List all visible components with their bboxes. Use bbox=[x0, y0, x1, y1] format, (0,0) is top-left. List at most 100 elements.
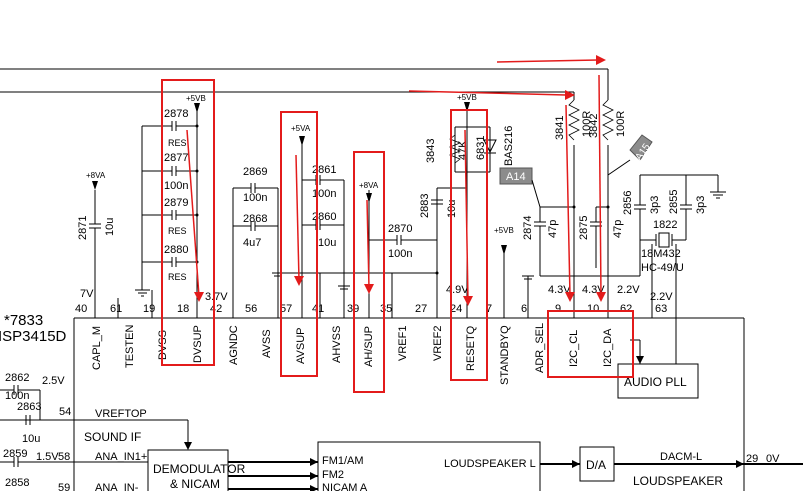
pin-name: RESETQ bbox=[465, 325, 477, 371]
svg-text:VREFTOP: VREFTOP bbox=[95, 408, 147, 420]
svg-text:2861: 2861 bbox=[312, 164, 336, 176]
svg-text:A14: A14 bbox=[506, 171, 526, 183]
svg-text:100n: 100n bbox=[243, 192, 267, 204]
audio-pll-block: AUDIO PLL bbox=[617, 318, 699, 399]
svg-text:10u: 10u bbox=[22, 433, 40, 445]
svg-text:2874: 2874 bbox=[522, 216, 534, 240]
svg-text:2870: 2870 bbox=[388, 223, 412, 235]
svg-text:LOUDSPEAKER L: LOUDSPEAKER L bbox=[444, 458, 536, 470]
pin-name: CAPL_M bbox=[91, 326, 103, 370]
svg-text:2875: 2875 bbox=[578, 216, 590, 240]
svg-text:FM2: FM2 bbox=[322, 469, 344, 481]
svg-text:+5VB: +5VB bbox=[494, 226, 514, 235]
svg-text:2879: 2879 bbox=[164, 197, 188, 209]
pin-numbers: 40 61 19 18 42 56 57 41 39 35 27 24 7 6 … bbox=[75, 303, 667, 315]
pin-num: 27 bbox=[415, 303, 427, 315]
dvsup-cap-stack: +5VB 2878 RES 2877 100n 2879 RES 2880 RE… bbox=[135, 94, 206, 297]
pin-name: TESTEN bbox=[124, 325, 136, 368]
svg-text:54: 54 bbox=[59, 406, 71, 418]
cap-2879: 2879 RES bbox=[142, 197, 197, 236]
svg-text:+8VA: +8VA bbox=[86, 171, 106, 180]
svg-text:58: 58 bbox=[58, 451, 70, 463]
pin-num: 19 bbox=[143, 303, 155, 315]
pin-num: 35 bbox=[380, 303, 392, 315]
svg-text:LOUDSPEAKER: LOUDSPEAKER bbox=[633, 474, 723, 488]
i2c-network: 3841 100R 3842 100R 2874 47p 2875 47p bbox=[522, 99, 641, 277]
caps-avsup: +5VA 2861 100n 2860 10u bbox=[278, 124, 392, 290]
svg-text:& NICAM: & NICAM bbox=[170, 477, 220, 491]
svg-text:DEMODULATOR: DEMODULATOR bbox=[153, 462, 246, 476]
svg-text:47p: 47p bbox=[547, 220, 559, 238]
svg-text:100n: 100n bbox=[164, 180, 188, 192]
loudspeaker-matrix: FM1/AM FM2 NICAM A LOUDSPEAKER L D/A DAC… bbox=[228, 441, 803, 491]
svg-text:47K: 47K bbox=[457, 140, 469, 160]
svg-text:+5VA: +5VA bbox=[291, 124, 311, 133]
pin-name: AHVSS bbox=[331, 326, 343, 363]
pin-name: ADR_SEL bbox=[534, 323, 546, 373]
svg-text:FM1/AM: FM1/AM bbox=[322, 455, 364, 467]
svg-text:2880: 2880 bbox=[164, 244, 188, 256]
svg-text:2878: 2878 bbox=[164, 108, 188, 120]
pin-name: DVSUP bbox=[192, 325, 204, 363]
standby-adr: +5VB bbox=[494, 226, 534, 280]
svg-text:3p3: 3p3 bbox=[649, 196, 661, 214]
crystal-section: 2856 3p3 2855 3p3 1822 18M432 HC-49/U bbox=[622, 174, 726, 274]
pin-voltage: 4.3V bbox=[548, 284, 571, 296]
ic-part: ISP3415D bbox=[0, 328, 67, 345]
ic-ref: *7833 bbox=[4, 312, 43, 329]
pin-num: 9 bbox=[555, 303, 561, 315]
svg-text:18M432: 18M432 bbox=[641, 248, 681, 260]
highlight-avsup bbox=[280, 111, 318, 377]
left-inputs: 2862 100n 2.5V 2863 10u 54 VREFTOP SOUND… bbox=[0, 372, 192, 491]
svg-text:1822: 1822 bbox=[653, 219, 677, 231]
pin-name: AVSUP bbox=[295, 328, 307, 364]
svg-text:DACM-L: DACM-L bbox=[660, 451, 702, 463]
pin-num: 24 bbox=[450, 303, 462, 315]
svg-text:+8VA: +8VA bbox=[359, 181, 379, 190]
highlight-boxes bbox=[161, 79, 634, 393]
svg-text:2869: 2869 bbox=[243, 166, 267, 178]
svg-text:3842: 3842 bbox=[588, 114, 600, 138]
svg-text:RES: RES bbox=[168, 226, 187, 236]
red-arrows bbox=[186, 55, 606, 306]
svg-text:D/A: D/A bbox=[586, 458, 606, 472]
ic-body: *7833 ISP3415D bbox=[0, 312, 745, 491]
cap-2878: 2878 RES bbox=[142, 108, 197, 148]
svg-text:10u: 10u bbox=[104, 218, 116, 236]
svg-text:0V: 0V bbox=[766, 453, 780, 465]
cap-2871: +8VA 2871 10u bbox=[77, 171, 116, 240]
svg-text:RES: RES bbox=[168, 272, 187, 282]
pin-names: CAPL_M TESTEN DVSS DVSUP AGNDC AVSS AVSU… bbox=[91, 323, 614, 385]
svg-text:2868: 2868 bbox=[243, 213, 267, 225]
pin-num: 56 bbox=[245, 303, 257, 315]
svg-text:AUDIO PLL: AUDIO PLL bbox=[624, 375, 687, 389]
pin-voltage: 2.2V bbox=[617, 284, 640, 296]
svg-text:2860: 2860 bbox=[312, 211, 336, 223]
svg-text:ANA_IN-: ANA_IN- bbox=[95, 482, 139, 491]
pin-name: AVSS bbox=[261, 329, 273, 358]
svg-text:3841: 3841 bbox=[554, 116, 566, 140]
rail-label: +5VB bbox=[186, 94, 206, 103]
svg-text:100n: 100n bbox=[5, 390, 29, 402]
pin-voltage: 2.2V bbox=[650, 291, 673, 303]
highlight-i2c bbox=[547, 310, 634, 378]
svg-text:6831: 6831 bbox=[475, 136, 487, 160]
pin-voltage: 3.7V bbox=[205, 291, 228, 303]
pin-voltage: 4.9V bbox=[446, 284, 469, 296]
svg-text:100R: 100R bbox=[581, 111, 593, 137]
svg-text:SOUND IF: SOUND IF bbox=[84, 430, 141, 444]
cap-2877: 2877 100n bbox=[142, 152, 197, 192]
svg-text:+5VB: +5VB bbox=[457, 93, 477, 102]
svg-text:100n: 100n bbox=[312, 188, 336, 200]
svg-text:NICAM A: NICAM A bbox=[322, 482, 368, 491]
svg-text:10u: 10u bbox=[318, 237, 336, 249]
svg-text:4u7: 4u7 bbox=[243, 237, 261, 249]
pin-name: I2C_CL bbox=[568, 330, 580, 367]
reset-network: +5VB 3843 47K 6831 BAS216 bbox=[425, 93, 515, 173]
caps-agndc: 2869 100n 2868 4u7 bbox=[233, 166, 284, 277]
svg-text:100n: 100n bbox=[388, 248, 412, 260]
svg-text:2871: 2871 bbox=[77, 216, 89, 240]
svg-text:29: 29 bbox=[746, 453, 758, 465]
pin-name: VREF2 bbox=[432, 326, 444, 361]
